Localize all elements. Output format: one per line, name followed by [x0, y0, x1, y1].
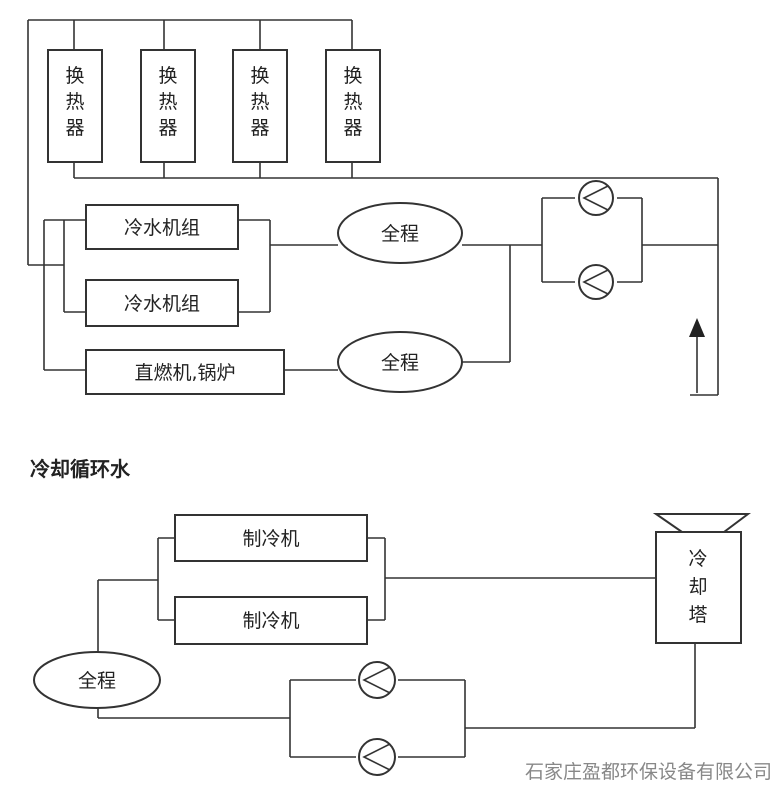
full-process-unit-cooling: 全程 [33, 651, 161, 709]
pump-icon [578, 180, 614, 216]
full-process-label: 全程 [381, 352, 419, 374]
refrigerator-unit-2: 制冷机 [174, 596, 368, 645]
tower-char: 塔 [688, 604, 707, 626]
heat-exchanger-char: 热 [158, 91, 177, 113]
heat-exchanger-4: 换 热 器 [325, 49, 381, 163]
cooling-section-title: 冷却循环水 [30, 457, 131, 481]
heat-exchanger-char: 换 [343, 65, 362, 87]
pump-icon [578, 264, 614, 300]
pump-icon [358, 738, 396, 776]
tower-char: 却 [688, 576, 707, 598]
chiller-label: 冷水机组 [124, 217, 200, 239]
boiler-unit: 直燃机,锅炉 [85, 349, 285, 395]
heat-exchanger-1: 换 热 器 [47, 49, 103, 163]
heat-exchanger-char: 热 [65, 91, 84, 113]
full-process-label: 全程 [381, 223, 419, 245]
refrigerator-label: 制冷机 [242, 610, 299, 632]
cooling-tower: 冷 却 塔 [652, 513, 751, 644]
full-process-unit-top-1: 全程 [337, 202, 463, 264]
chiller-label: 冷水机组 [124, 293, 200, 315]
refrigerator-label: 制冷机 [242, 528, 299, 550]
chiller-unit-2: 冷水机组 [85, 279, 239, 327]
heat-exchanger-3: 换 热 器 [232, 49, 288, 163]
full-process-unit-top-2: 全程 [337, 331, 463, 393]
pump-icon [358, 661, 396, 699]
heat-exchanger-char: 热 [343, 91, 362, 113]
heat-exchanger-char: 器 [65, 117, 84, 139]
heat-exchanger-char: 换 [158, 65, 177, 87]
heat-exchanger-char: 换 [250, 65, 269, 87]
full-process-label: 全程 [78, 670, 116, 692]
heat-exchanger-char: 热 [250, 91, 269, 113]
tower-char: 冷 [688, 548, 707, 570]
top-pipes [27, 19, 719, 396]
company-watermark: 石家庄盈都环保设备有限公司 [525, 761, 772, 783]
flow-arrow-icon [689, 318, 705, 393]
heat-exchanger-char: 器 [250, 117, 269, 139]
heat-exchanger-char: 器 [343, 117, 362, 139]
chiller-unit-1: 冷水机组 [85, 204, 239, 250]
refrigerator-unit-1: 制冷机 [174, 514, 368, 562]
heat-exchanger-char: 换 [65, 65, 84, 87]
cooling-pipes [97, 537, 696, 758]
boiler-label: 直燃机,锅炉 [134, 362, 235, 384]
heat-exchanger-2: 换 热 器 [140, 49, 196, 163]
heat-exchanger-char: 器 [158, 117, 177, 139]
